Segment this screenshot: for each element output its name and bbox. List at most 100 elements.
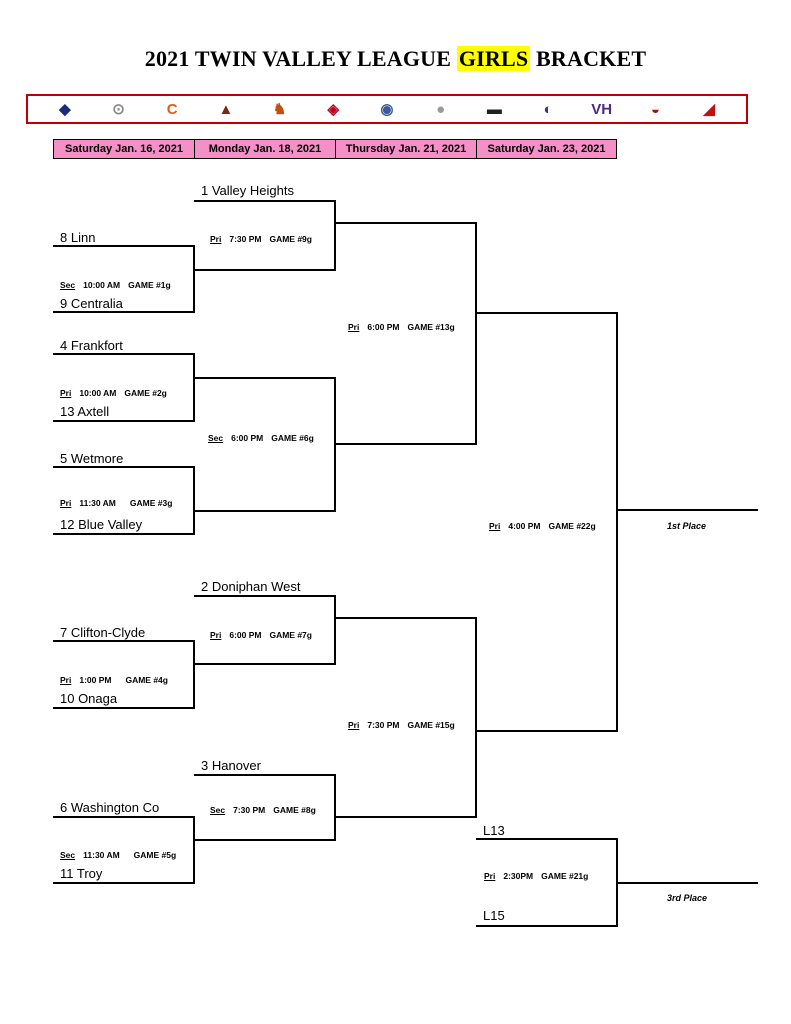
- team-centralia: 9 Centralia: [60, 296, 123, 311]
- horse-logo-icon: ♞: [272, 101, 287, 118]
- team-doniphan-west: 2 Doniphan West: [201, 579, 301, 594]
- game-2-label: GAME #2g: [124, 388, 167, 398]
- game-9-site: Pri: [210, 234, 222, 244]
- game-info-3: Pri 11:30 AM GAME #3g: [60, 498, 172, 508]
- team-troy: 11 Troy: [60, 866, 103, 881]
- game-9-time: 7:30 PM: [229, 234, 262, 244]
- game-13-label: GAME #13g: [407, 322, 455, 332]
- game-info-8: Sec 7:30 PM GAME #8g: [210, 805, 316, 815]
- game-13-time: 6:00 PM: [367, 322, 400, 332]
- game-22-time: 4:00 PM: [508, 521, 541, 531]
- team-washington-co: 6 Washington Co: [60, 800, 160, 815]
- game-info-7: Pri 6:00 PM GAME #7g: [210, 630, 312, 640]
- bracket-line-game-1: [53, 245, 195, 313]
- team-linn: 8 Linn: [60, 230, 96, 245]
- bracket-line-game-8: [194, 774, 336, 841]
- spartan-logo-icon: ◐: [543, 100, 553, 118]
- game-info-22: Pri 4:00 PM GAME #22g: [489, 521, 596, 531]
- game-2-site: Pri: [60, 388, 72, 398]
- bracket-line-game-9: [194, 200, 336, 271]
- bracket-line-game-4: [53, 640, 195, 709]
- page-title: 2021 TWIN VALLEY LEAGUE GIRLS BRACKET: [0, 46, 791, 72]
- game-3-time: 11:30 AM: [79, 498, 116, 508]
- team-axtell: 13 Axtell: [60, 404, 110, 419]
- vh-logo-icon: VH: [591, 100, 613, 118]
- bracket-line-game-5: [53, 816, 195, 884]
- date-header-round-1: Saturday Jan. 16, 2021: [53, 139, 195, 159]
- date-header-round-4: Saturday Jan. 23, 2021: [476, 139, 617, 159]
- game-4-label: GAME #4g: [125, 675, 168, 685]
- title-highlight: GIRLS: [456, 46, 531, 71]
- game-info-15: Pri 7:30 PM GAME #15g: [348, 720, 455, 730]
- game-21-label: GAME #21g: [541, 871, 589, 881]
- game-info-4: Pri 1:00 PM GAME #4g: [60, 675, 168, 685]
- game-9-label: GAME #9g: [269, 234, 312, 244]
- game-info-5: Sec 11:30 AM GAME #5g: [60, 850, 176, 860]
- game-1-label: GAME #1g: [128, 280, 171, 290]
- game-7-label: GAME #7g: [269, 630, 312, 640]
- team-hanover: 3 Hanover: [201, 758, 261, 773]
- game-5-site: Sec: [60, 850, 76, 860]
- game-15-time: 7:30 PM: [367, 720, 400, 730]
- game-2-time: 10:00 AM: [79, 388, 117, 398]
- bracket-line-game-6: [194, 377, 336, 512]
- trojan-logo-icon: ◒: [650, 100, 660, 118]
- team-blue-valley: 12 Blue Valley: [60, 517, 143, 532]
- team-l15: L15: [483, 908, 505, 923]
- game-7-site: Pri: [210, 630, 222, 640]
- date-header-round-2: Monday Jan. 18, 2021: [194, 139, 336, 159]
- game-3-label: GAME #3g: [129, 498, 173, 508]
- game-4-time: 1:00 PM: [79, 675, 112, 685]
- game-7-time: 6:00 PM: [229, 630, 262, 640]
- game-6-site: Sec: [208, 433, 224, 443]
- game-info-9: Pri 7:30 PM GAME #9g: [210, 234, 312, 244]
- game-info-2: Pri 10:00 AM GAME #2g: [60, 388, 167, 398]
- team-valley-heights: 1 Valley Heights: [201, 183, 294, 198]
- team-clifton-clyde: 7 Clifton-Clyde: [60, 625, 146, 640]
- bracket-line-game-13: [335, 222, 477, 445]
- bison-logo-icon: ▬: [486, 100, 502, 118]
- game-3-site: Pri: [60, 498, 72, 508]
- bracket-line-game-3: [53, 466, 195, 535]
- game-8-time: 7:30 PM: [233, 805, 266, 815]
- game-1-time: 10:00 AM: [83, 280, 121, 290]
- team-l13: L13: [483, 823, 505, 838]
- game-22-site: Pri: [489, 521, 501, 531]
- game-8-label: GAME #8g: [273, 805, 316, 815]
- game-info-1: Sec 10:00 AM GAME #1g: [60, 280, 171, 290]
- bird-logo-icon: ▲: [218, 100, 234, 118]
- game-13-site: Pri: [348, 322, 360, 332]
- game-5-time: 11:30 AM: [83, 850, 120, 860]
- game-1-site: Sec: [60, 280, 76, 290]
- date-header-round-3: Thursday Jan. 21, 2021: [335, 139, 477, 159]
- game-8-site: Sec: [210, 805, 226, 815]
- game-info-6: Sec 6:00 PM GAME #6g: [208, 433, 314, 443]
- game-21-site: Pri: [484, 871, 496, 881]
- team-frankfort: 4 Frankfort: [60, 338, 123, 353]
- c-logo-icon: C: [166, 100, 178, 118]
- ram-logo-icon: ⊙: [112, 101, 125, 118]
- bracket-line-game-2: [53, 353, 195, 422]
- game-6-label: GAME #6g: [271, 433, 314, 443]
- eagle-logo-icon: ◆: [59, 101, 71, 118]
- game-5-label: GAME #5g: [133, 850, 177, 860]
- bulldog-logo-icon: ●: [436, 100, 446, 118]
- bracket-line-game-15: [335, 617, 477, 818]
- game-22-label: GAME #22g: [548, 521, 596, 531]
- first-place-label: 1st Place: [667, 521, 707, 531]
- bracket-line-game-7: [194, 595, 336, 665]
- title-suffix: BRACKET: [530, 46, 647, 71]
- third-place-label: 3rd Place: [667, 893, 708, 903]
- game-6-time: 6:00 PM: [231, 433, 264, 443]
- team-onaga: 10 Onaga: [60, 691, 118, 706]
- game-4-site: Pri: [60, 675, 72, 685]
- logo-bar: ◆⊙C▲♞◈◉●▬◐VH◒◢: [26, 94, 748, 124]
- game-15-site: Pri: [348, 720, 360, 730]
- cardinal-logo-icon: ◢: [703, 101, 715, 118]
- game-15-label: GAME #15g: [407, 720, 455, 730]
- game-info-13: Pri 6:00 PM GAME #13g: [348, 322, 455, 332]
- team-wetmore: 5 Wetmore: [60, 451, 124, 466]
- bracket-line-game-22: [476, 312, 618, 732]
